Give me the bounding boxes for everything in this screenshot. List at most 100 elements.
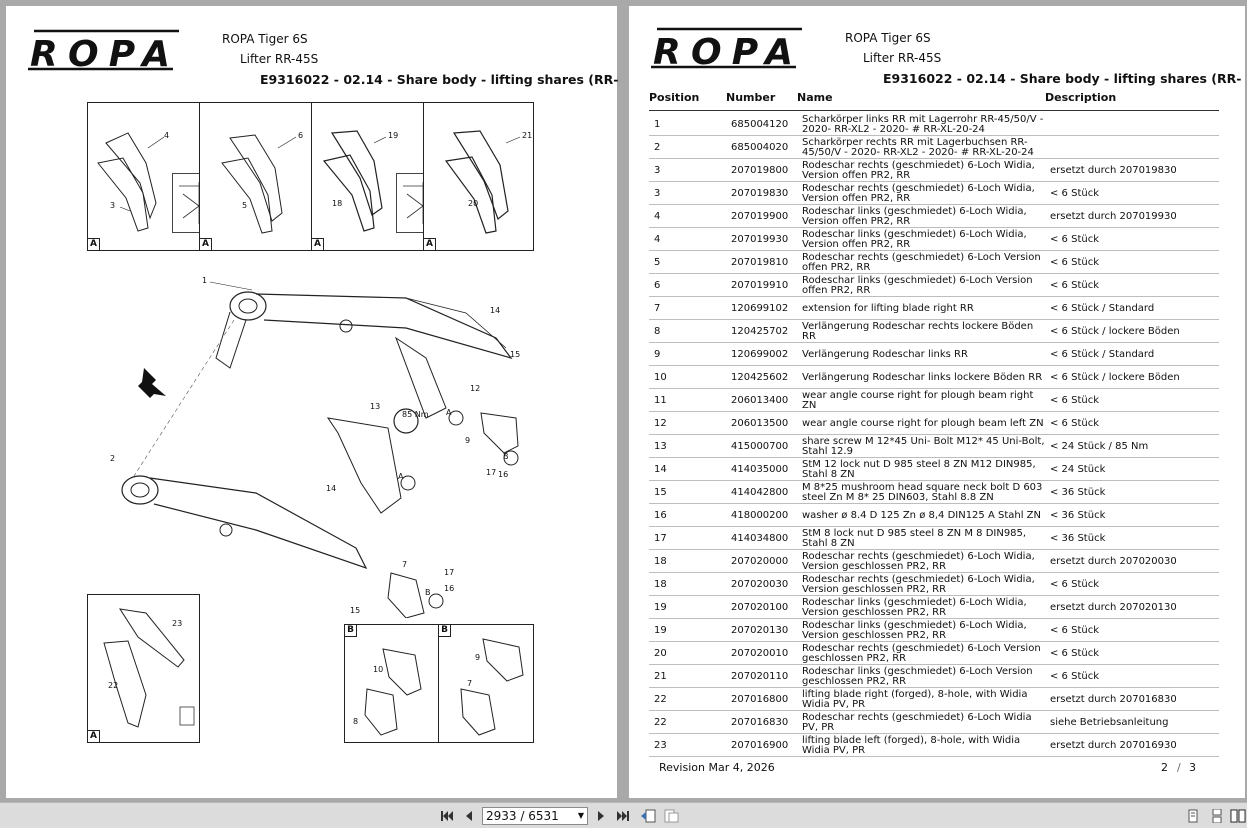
part-name-cell: Rodeschar rechts (geschmiedet) 6-Loch Ve… (802, 643, 1041, 664)
part-number-cell: 207019830 (731, 188, 789, 199)
callout-16: 16 (498, 470, 509, 479)
part-name-cell: Rodeschar rechts (geschmiedet) 6-Loch Wi… (802, 712, 1032, 733)
part-name-cell: Scharkörper rechts RR mit Lagerbuchsen R… (802, 137, 1034, 158)
part-name-cell: Rodeschar links (geschmiedet) 6-Loch Wid… (802, 620, 1027, 641)
part-number-cell: 207019910 (731, 280, 789, 291)
extension-drawing (364, 648, 422, 736)
part-number-cell: 414034800 (731, 533, 789, 544)
part-number-cell: 207020000 (731, 556, 789, 567)
header-lifter: Lifter RR-45S (863, 51, 942, 65)
two-page-view-icon[interactable] (1230, 809, 1246, 823)
part-name-cell: Rodeschar links (geschmiedet) 6-Loch Wid… (802, 206, 1027, 227)
part-number-cell: 207019930 (731, 234, 789, 245)
callout-13: 13 (370, 402, 381, 411)
page-number-total: 3 (1189, 761, 1196, 774)
part-number-cell: 207016830 (731, 717, 789, 728)
part-name-cell: lifting blade left (forged), 8-hole, wit… (802, 735, 1021, 756)
part-name-cell: wear angle course right for plough beam … (802, 390, 1034, 411)
frame-tag-a: A (88, 238, 100, 250)
description-cell: ersetzt durch 207019830 (1050, 165, 1177, 176)
position-cell: 1 (654, 119, 661, 130)
part-number-cell: 207020010 (731, 648, 789, 659)
part-name-cell: Rodeschar links (geschmiedet) 6-Loch Wid… (802, 229, 1027, 250)
column-header-position: Position (649, 91, 700, 104)
part-name-cell: Scharkörper links RR mit Lagerrohr RR-45… (802, 114, 1044, 135)
ropa-logo: ROPA (28, 29, 179, 72)
part-name-cell: Rodeschar rechts (geschmiedet) 6-Loch Wi… (802, 551, 1035, 572)
single-page-view-icon[interactable] (1186, 809, 1200, 823)
continuous-view-icon[interactable] (1210, 808, 1224, 824)
position-cell: 19 (654, 602, 667, 613)
part-name-cell: Rodeschar links (geschmiedet) 6-Loch Ver… (802, 275, 1033, 296)
part-name-cell: Rodeschar rechts (geschmiedet) 6-Loch Ve… (802, 252, 1041, 273)
description-cell: < 36 Stück (1050, 533, 1106, 544)
description-cell: siehe Betriebsanleitung (1050, 717, 1169, 728)
callout-15: 15 (350, 606, 361, 615)
callout-22: 22 (108, 681, 119, 690)
callout-16: 16 (444, 584, 455, 593)
part-name-cell: Rodeschar rechts (geschmiedet) 6-Loch Wi… (802, 574, 1035, 595)
description-cell: < 24 Stück (1050, 464, 1106, 475)
description-cell: < 6 Stück (1050, 418, 1099, 429)
description-cell: < 24 Stück / 85 Nm (1050, 441, 1149, 452)
position-cell: 13 (654, 441, 667, 452)
callout-7: 7 (467, 679, 473, 688)
next-page-icon[interactable] (594, 809, 608, 823)
part-number-cell: 414042800 (731, 487, 789, 498)
part-name-cell: Rodeschar rechts (geschmiedet) 6-Loch Wi… (802, 160, 1035, 181)
part-number-cell: 415000700 (731, 441, 789, 452)
callout-2: 2 (110, 454, 116, 463)
last-page-icon[interactable] (616, 809, 630, 823)
position-cell: 22 (654, 717, 667, 728)
table-header-rule (649, 110, 1219, 111)
description-cell: < 6 Stück (1050, 188, 1099, 199)
ropa-logo: ROPA (651, 27, 802, 70)
description-cell: < 36 Stück (1050, 487, 1106, 498)
page-back-icon[interactable] (640, 809, 656, 823)
detail-frame-8-10: 10 8 B (344, 624, 439, 743)
callout-15: 15 (510, 350, 521, 359)
part-name-cell: extension for lifting blade right RR (802, 302, 974, 314)
page-number-select[interactable]: 2933 / 6531 ▼ (482, 807, 588, 825)
frame-tag-a: A (424, 238, 436, 250)
detail-frame-21: 21 20 A (423, 102, 534, 251)
position-cell: 12 (654, 418, 667, 429)
part-name-cell: Rodeschar rechts (geschmiedet) 6-Loch Wi… (802, 183, 1035, 204)
part-name-cell: StM 8 lock nut D 985 steel 8 ZN M 8 DIN9… (802, 528, 1027, 549)
page-forward-icon[interactable] (664, 809, 680, 823)
part-number-cell: 120425702 (731, 326, 789, 337)
callout-21: 21 (522, 131, 533, 140)
description-cell: < 6 Stück / lockere Böden (1050, 326, 1180, 337)
position-cell: 11 (654, 395, 667, 406)
previous-page-icon[interactable] (462, 809, 476, 823)
description-cell: ersetzt durch 207019930 (1050, 211, 1177, 222)
description-cell: < 6 Stück (1050, 671, 1099, 682)
first-page-icon[interactable] (440, 809, 454, 823)
detail-frame-19: 19 18 A (311, 102, 450, 251)
detail-frame-22-23: 23 22 A (87, 594, 200, 743)
callout-14: 14 (490, 306, 501, 315)
callout-8: 8 (353, 717, 359, 726)
part-number-cell: 207020030 (731, 579, 789, 590)
part-name-cell: wear angle course right for plough beam … (802, 417, 1044, 429)
position-cell: 9 (654, 349, 661, 360)
position-cell: 8 (654, 326, 661, 337)
part-name-cell: Rodeschar links (geschmiedet) 6-Loch Wid… (802, 597, 1027, 618)
description-cell: ersetzt durch 207016830 (1050, 694, 1177, 705)
